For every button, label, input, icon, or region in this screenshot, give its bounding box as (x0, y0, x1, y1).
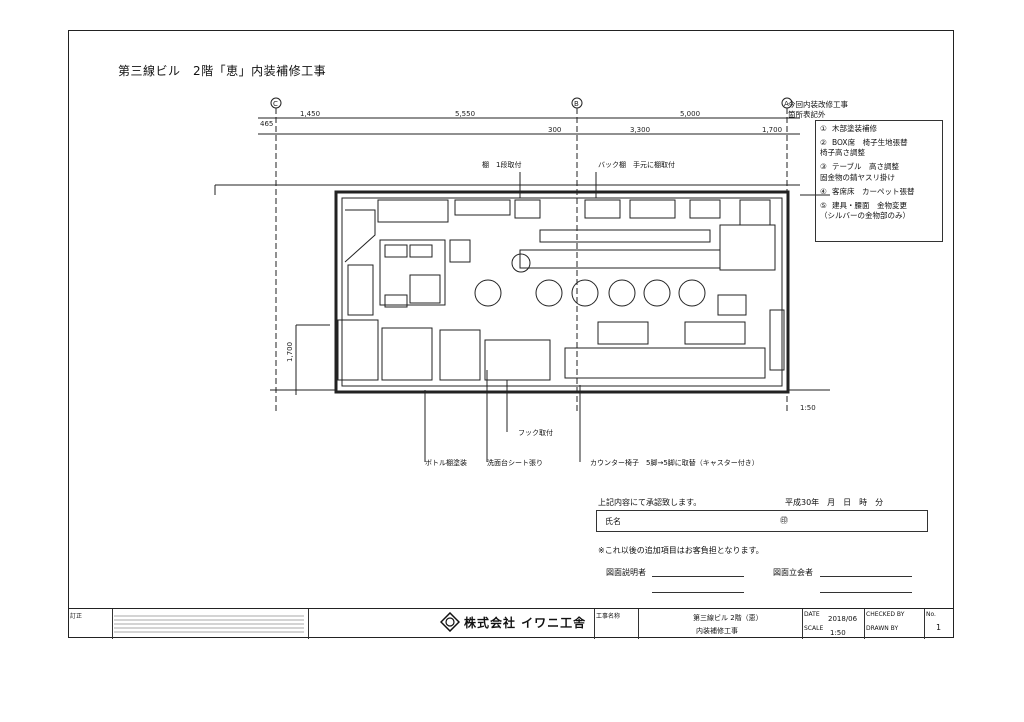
dim-top-3: 5,000 (680, 110, 700, 118)
company-logo-icon (440, 612, 460, 632)
callout-washbasin: 洗面台シート張り (487, 459, 543, 467)
scale-value: 1:50 (830, 629, 846, 637)
dim-sub-3: 1,700 (762, 126, 782, 134)
witness-label: 図面立会者 (773, 568, 813, 577)
name-label: 氏名 (605, 517, 621, 526)
project-line-1: 第三線ビル 2階（恵） (693, 614, 763, 622)
dim-left-top: 465 (260, 120, 273, 128)
grid-label-a: A (784, 100, 789, 108)
dim-sub-1: 300 (548, 126, 561, 134)
dim-left-side: 1,700 (286, 342, 294, 362)
scale-label: SCALE (804, 625, 824, 632)
callout-counter-chairs: カウンター椅子 5脚→5脚に取替（キャスター付き） (590, 459, 759, 467)
seal-mark: ㊞ (780, 516, 788, 525)
additional-cost-note: ※これ以後の追加項目はお客負担となります。 (598, 546, 764, 555)
grid-label-b: B (574, 100, 579, 108)
approval-statement: 上記内容にて承認致します。 (598, 498, 702, 507)
company-name: 株式会社 イワニ工舎 (464, 616, 587, 630)
project-name-label: 工事名称 (596, 613, 621, 620)
dim-sub-2: 3,300 (630, 126, 650, 134)
date-label: DATE (804, 611, 820, 618)
drawn-label: DRAWN BY (866, 625, 899, 632)
callout-shelf: 棚 1段取付 (482, 161, 522, 169)
callout-hook: フック取付 (518, 429, 553, 437)
checked-label: CHECKED BY (866, 611, 905, 618)
explainer-line (652, 576, 744, 577)
dim-top-2: 5,550 (455, 110, 475, 118)
title-block: 訂正 工事名称 第三線ビル 2階（恵） 内装補修工事 DATE 2018/06 … (68, 608, 954, 639)
approval-date-line: 平成30年 月 日 時 分 (785, 498, 884, 507)
witness-line-2 (820, 592, 912, 593)
dim-top-1: 1,450 (300, 110, 320, 118)
signature-box: 氏名 ㊞ (596, 510, 928, 532)
callout-bottle-shelf: ボトル棚塗装 (425, 459, 467, 467)
explainer-line-2 (652, 592, 744, 593)
dim-scale-note: 1:50 (800, 404, 816, 412)
revision-lines (114, 615, 304, 633)
witness-line (820, 576, 912, 577)
sheet-no-label: No. (926, 611, 936, 618)
drawing-sheet (68, 30, 954, 638)
project-line-2: 内装補修工事 (696, 627, 738, 635)
date-value: 2018/06 (828, 615, 858, 623)
revision-label: 訂正 (70, 613, 83, 620)
sheet-no: 1 (936, 623, 942, 632)
explainer-label: 図面説明者 (606, 568, 646, 577)
callout-back-shelf: バック棚 手元に棚取付 (598, 161, 675, 169)
legend-heading: 今回内装改修工事 箇所表記外 (788, 100, 848, 119)
grid-label-c: C (273, 100, 278, 108)
drawing-title: 第三線ビル 2階「恵」内装補修工事 (118, 64, 327, 78)
